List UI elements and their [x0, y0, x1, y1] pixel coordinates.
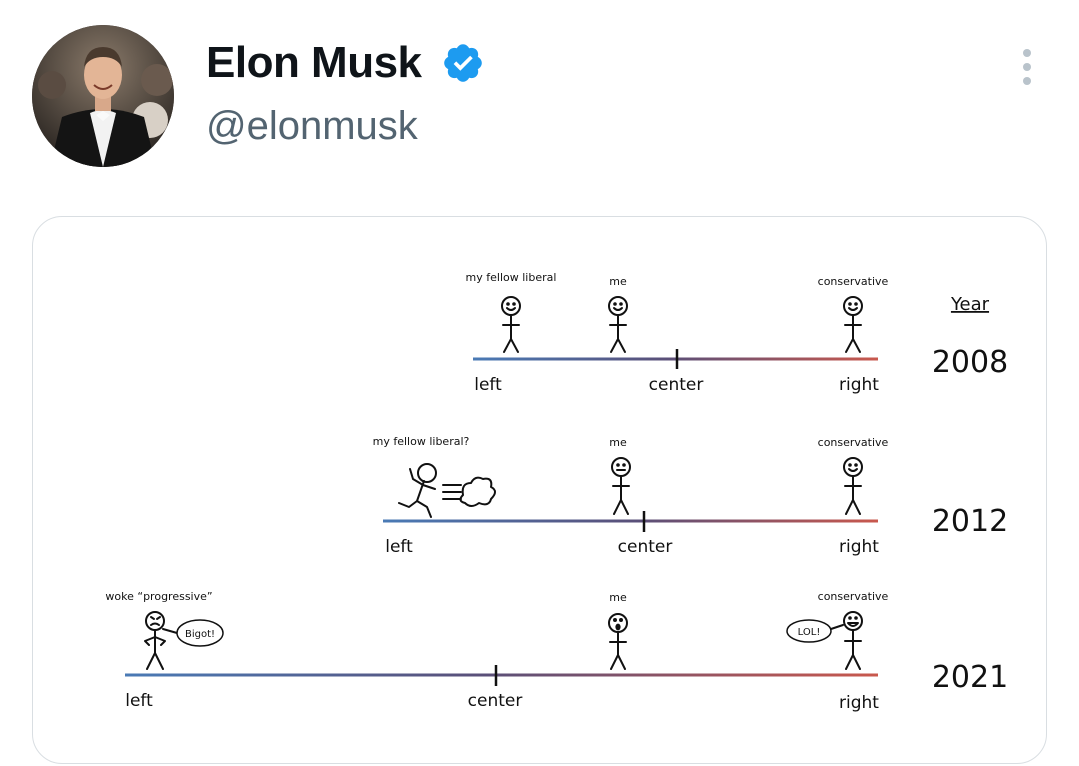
label-conservative: conservative: [818, 436, 889, 449]
label-right: right: [839, 693, 879, 713]
year-label: 2008: [932, 345, 1008, 380]
avatar[interactable]: [32, 25, 174, 167]
panel-2021: woke “progressive” me conservative Bigot…: [105, 590, 1008, 713]
label-left: left: [125, 691, 153, 711]
label-center: center: [618, 537, 673, 557]
more-options-icon[interactable]: [1012, 45, 1042, 89]
label-right: right: [839, 375, 879, 395]
label-right: right: [839, 537, 879, 557]
panel-2012: my fellow liberal? me conservative: [373, 435, 1009, 557]
label-fellow-liberal: my fellow liberal: [466, 271, 557, 284]
label-left: left: [385, 537, 413, 557]
speech-text-lol: LOL!: [798, 627, 821, 638]
speech-text-bigot: Bigot!: [185, 629, 215, 640]
label-woke-progressive: woke “progressive”: [105, 590, 212, 603]
political-spectrum-meme: Year my fellow liberal me conservative: [105, 271, 1009, 713]
laughing-stick-figure-conservative: [830, 611, 863, 670]
running-stick-figure-liberal: [398, 463, 496, 518]
panel-2008: my fellow liberal me conservative: [466, 271, 1009, 395]
label-center: center: [468, 691, 523, 711]
label-left: left: [474, 375, 502, 395]
label-conservative: conservative: [818, 590, 889, 603]
media-card[interactable]: Year my fellow liberal me conservative: [32, 216, 1047, 764]
year-header: Year: [950, 294, 990, 315]
stick-figure-conservative: [843, 457, 863, 515]
avatar-image: [32, 25, 174, 167]
year-label: 2012: [932, 504, 1008, 539]
author-handle[interactable]: @elonmusk: [206, 104, 418, 148]
label-me: me: [609, 436, 627, 449]
label-center: center: [649, 375, 704, 395]
stick-figure-me: [611, 457, 631, 515]
verified-badge-icon: [444, 44, 482, 82]
label-conservative: conservative: [818, 275, 889, 288]
year-label: 2021: [932, 660, 1008, 695]
label-me: me: [609, 591, 627, 604]
author-name[interactable]: Elon Musk: [206, 38, 422, 87]
speech-bubble-lol: [786, 619, 832, 643]
label-me: me: [609, 275, 627, 288]
shocked-stick-figure-me: [608, 613, 628, 670]
angry-stick-figure-woke: [144, 611, 178, 670]
label-fellow-liberal: my fellow liberal?: [373, 435, 470, 448]
stick-figure-liberal: [501, 296, 521, 353]
stick-figure-conservative: [843, 296, 863, 353]
speech-bubble-bigot: [176, 619, 224, 647]
stick-figure-me: [608, 296, 628, 353]
